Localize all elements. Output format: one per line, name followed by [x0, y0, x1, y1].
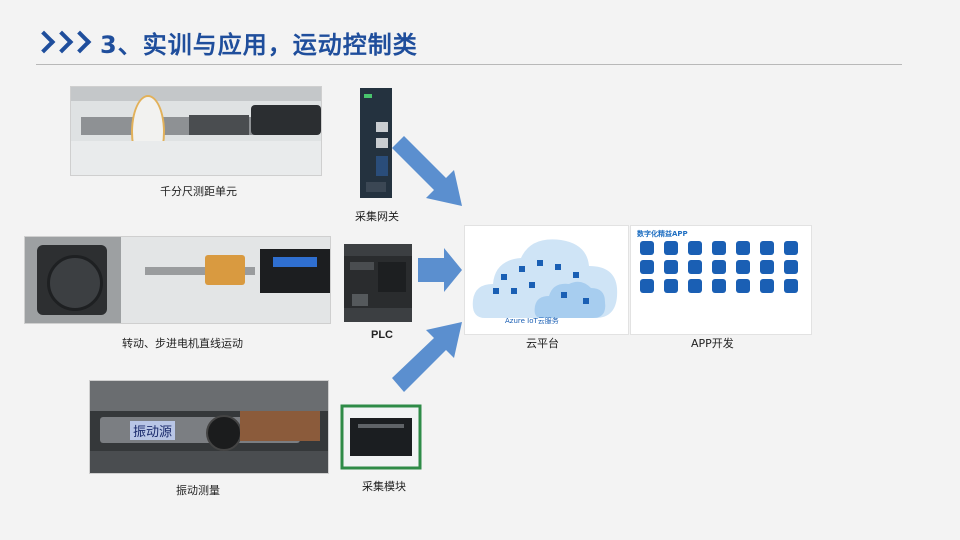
plc-caption: PLC	[371, 329, 393, 341]
cloud-caption: 云平台	[526, 337, 559, 350]
app-tile-icon	[781, 279, 801, 293]
arrow-gateway-icon	[392, 136, 462, 206]
app-tile-icon	[685, 241, 705, 255]
app-screen-title: 数字化精益APP	[637, 230, 688, 238]
app-tile-icon	[661, 260, 681, 274]
app-tile-icon	[709, 279, 729, 293]
micrometer-caption: 千分尺测距单元	[160, 185, 237, 198]
arrow-daq-icon	[392, 322, 462, 392]
slide-header: 3、实训与应用，运动控制类	[32, 24, 418, 60]
arrow-plc-icon	[418, 248, 462, 292]
gateway-device	[358, 86, 394, 202]
app-tile-icon	[661, 279, 681, 293]
app-tile-icon	[709, 260, 729, 274]
app-tile-icon	[757, 260, 777, 274]
app-tile-icon	[637, 241, 657, 255]
slide-title: 3、实训与应用，运动控制类	[100, 30, 418, 59]
stepper-motor-photo	[24, 236, 331, 324]
app-tile-icon	[781, 260, 801, 274]
app-tile-icon	[757, 279, 777, 293]
gateway-caption: 采集网关	[355, 210, 399, 223]
daq-module-caption: 采集模块	[362, 480, 406, 493]
vibration-photo: 振动源	[89, 380, 329, 474]
title-divider	[36, 64, 902, 65]
cloud-banner: Azure IoT云服务	[505, 317, 559, 325]
app-tile-icon	[781, 241, 801, 255]
app-caption: APP开发	[691, 337, 734, 350]
app-tile-icon	[757, 241, 777, 255]
micrometer-photo	[70, 86, 322, 176]
vibration-caption: 振动测量	[176, 484, 220, 497]
app-tile-icon	[733, 279, 753, 293]
app-tile-icon	[709, 241, 729, 255]
app-tile-icon	[661, 241, 681, 255]
app-tile-icon	[637, 260, 657, 274]
daq-module-device	[340, 402, 422, 472]
app-tile-icon	[733, 260, 753, 274]
vibration-label: 振动源	[130, 421, 176, 440]
app-tile-icon	[685, 260, 705, 274]
app-tile-icon	[637, 279, 657, 293]
app-tile-icon	[685, 279, 705, 293]
app-icon-grid	[637, 241, 805, 293]
cloud-platform-panel: Azure IoT云服务	[464, 225, 629, 335]
stepper-motor-caption: 转动、步进电机直线运动	[122, 337, 243, 350]
app-screen-panel: 数字化精益APP	[630, 225, 812, 335]
plc-device	[342, 242, 414, 324]
app-tile-icon	[733, 241, 753, 255]
